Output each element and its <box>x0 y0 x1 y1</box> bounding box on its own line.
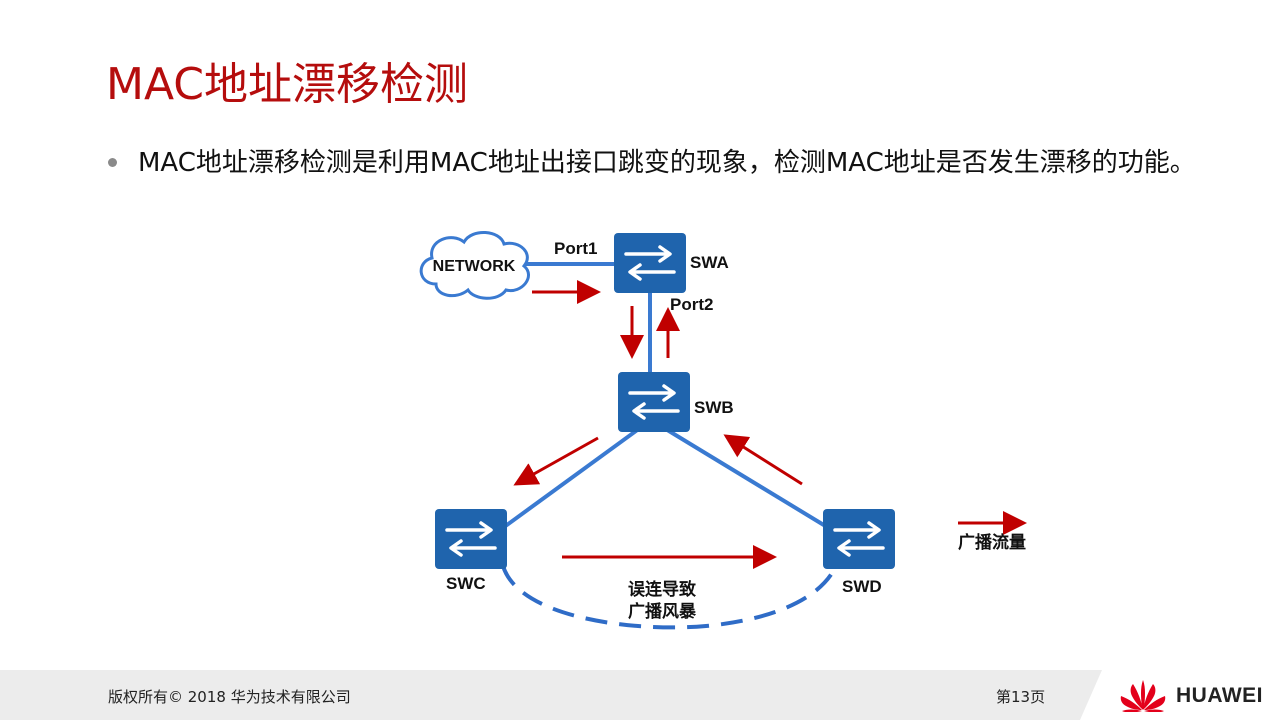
slide-title: MAC地址漂移检测 <box>106 59 469 110</box>
label-swb: SWB <box>694 398 734 417</box>
label-swc: SWC <box>446 574 486 593</box>
footer-logo-band <box>1080 670 1280 720</box>
brand-name: HUAWEI <box>1176 684 1263 707</box>
cloud-label: NETWORK <box>433 258 516 275</box>
network-cloud <box>419 231 530 300</box>
label-port2: Port2 <box>670 295 713 314</box>
switch-swa <box>614 233 686 293</box>
arrow-swb-to-swc <box>513 436 599 486</box>
bullet-dot <box>108 158 117 167</box>
huawei-logo-icon <box>1120 680 1166 712</box>
arrow-swd-to-swb <box>723 434 803 486</box>
link-swb-swd <box>662 426 834 532</box>
bullet-text: MAC地址漂移检测是利用MAC地址出接口跳变的现象，检测MAC地址是否发生漂移的… <box>138 148 1196 178</box>
label-swd: SWD <box>842 577 882 596</box>
loop-link-dashed <box>501 565 838 630</box>
footer: 版权所有© 2018 华为技术有限公司 第13页 HUAWEI <box>0 670 1280 720</box>
loop-label-line2: 广播风暴 <box>628 601 697 622</box>
switch-swb <box>618 372 690 432</box>
label-swa: SWA <box>690 253 729 272</box>
bullet-item: MAC地址漂移检测是利用MAC地址出接口跳变的现象，检测MAC地址是否发生漂移的… <box>104 142 1224 184</box>
copyright-text: 版权所有© 2018 华为技术有限公司 <box>108 688 351 706</box>
legend-label: 广播流量 <box>958 532 1026 553</box>
switch-swc <box>435 509 507 569</box>
network-diagram: NETWORK SWA Port1 Port2 SWB SWC SWD 误连导致… <box>419 231 1027 630</box>
label-port1: Port1 <box>554 239 597 258</box>
loop-label-line1: 误连导致 <box>628 579 697 600</box>
page-number: 第13页 <box>996 688 1046 706</box>
switch-swd <box>823 509 895 569</box>
link-swb-swc <box>498 426 642 532</box>
